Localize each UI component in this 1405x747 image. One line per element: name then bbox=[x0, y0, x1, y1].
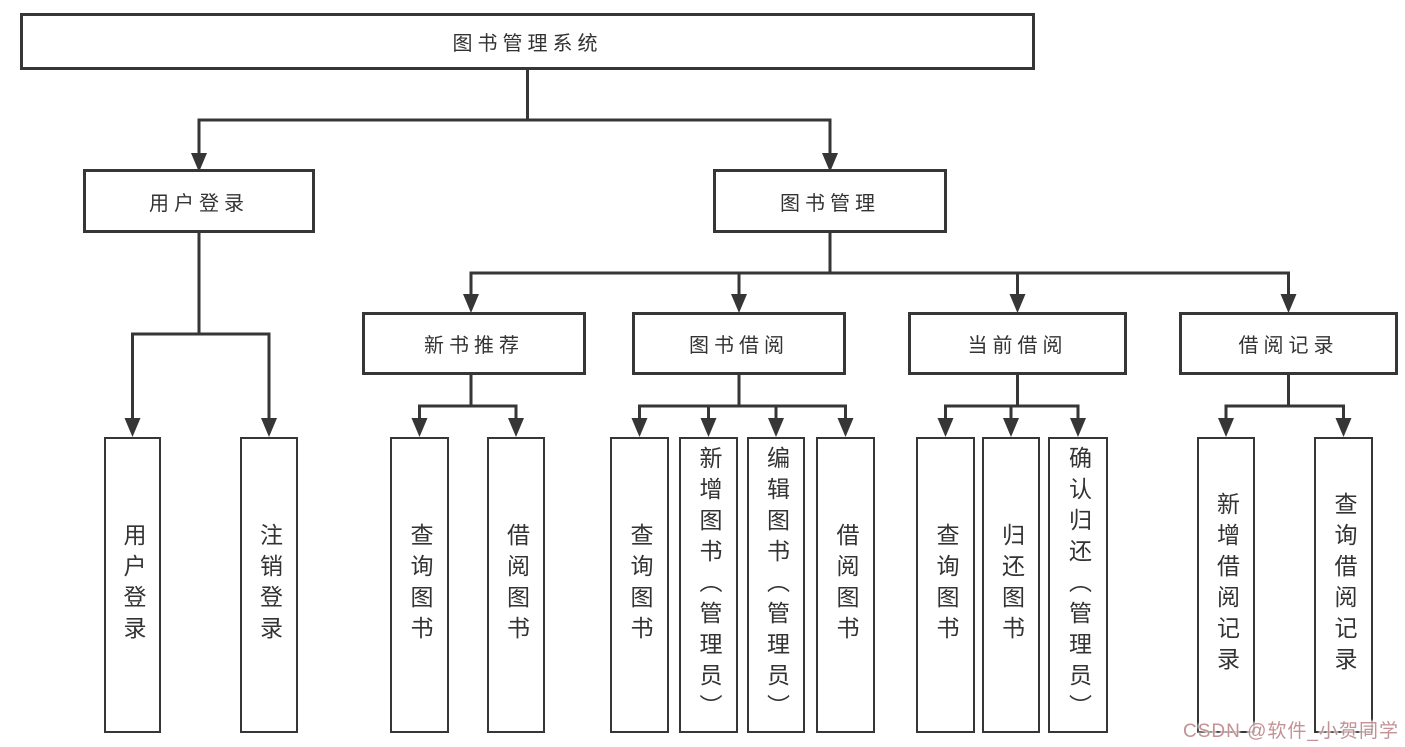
csdn-watermark: CSDN @软件_小贺同学 bbox=[1183, 721, 1399, 742]
leaf-borrow-borrow-books: 借阅图书 bbox=[816, 437, 875, 733]
node-label: 编辑图书（管理员） bbox=[763, 445, 790, 725]
node-new-book-recommendation: 新书推荐 bbox=[362, 312, 586, 375]
node-label: 查询图书 bbox=[407, 523, 433, 647]
node-current-borrowing: 当前借阅 bbox=[908, 312, 1127, 375]
node-label: 注销登录 bbox=[256, 523, 283, 647]
node-label: 图书借阅 bbox=[689, 335, 789, 357]
leaf-user-login: 用户登录 bbox=[104, 437, 161, 733]
node-label: 新增借阅记录 bbox=[1213, 492, 1240, 678]
node-label: 借阅图书 bbox=[833, 523, 859, 647]
leaf-borrow-edit-books-admin: 编辑图书（管理员） bbox=[747, 437, 805, 733]
leaf-logout: 注销登录 bbox=[240, 437, 298, 733]
leaf-record-add-borrow-record: 新增借阅记录 bbox=[1197, 437, 1255, 733]
node-user-login: 用户登录 bbox=[83, 169, 315, 233]
leaf-record-query-borrow-record: 查询借阅记录 bbox=[1314, 437, 1373, 733]
node-borrowing-records: 借阅记录 bbox=[1179, 312, 1398, 375]
connector-root-to-level2 bbox=[191, 68, 838, 172]
node-label: 查询图书 bbox=[627, 523, 653, 647]
node-label: 借阅记录 bbox=[1238, 335, 1339, 357]
node-label: 用户登录 bbox=[149, 192, 249, 215]
connector-book-borrow-to-leaves bbox=[631, 373, 854, 437]
node-book-management: 图书管理 bbox=[713, 169, 947, 233]
node-label: 当前借阅 bbox=[967, 335, 1068, 357]
node-label: 借阅图书 bbox=[503, 523, 530, 647]
node-label: 确认归还（管理员） bbox=[1065, 445, 1092, 725]
leaf-borrow-add-books-admin: 新增图书（管理员） bbox=[679, 437, 738, 733]
connector-new-book-to-leaves bbox=[411, 373, 524, 437]
leaf-current-query-books: 查询图书 bbox=[916, 437, 975, 733]
leaf-newbook-query-books: 查询图书 bbox=[390, 437, 449, 733]
connector-book-mgmt-to-level3 bbox=[463, 231, 1297, 313]
node-label: 新书推荐 bbox=[424, 335, 524, 357]
node-book-borrowing: 图书借阅 bbox=[632, 312, 846, 375]
leaf-current-return-books: 归还图书 bbox=[982, 437, 1040, 733]
node-library-management-system: 图书管理系统 bbox=[20, 13, 1035, 70]
leaf-newbook-borrow-books: 借阅图书 bbox=[487, 437, 545, 733]
connector-current-borrow-to-leaves bbox=[937, 373, 1086, 437]
leaf-borrow-query-books: 查询图书 bbox=[610, 437, 669, 733]
node-label: 图书管理系统 bbox=[452, 33, 603, 55]
connector-user-login-to-leaves bbox=[124, 231, 277, 437]
node-label: 归还图书 bbox=[998, 523, 1025, 647]
leaf-current-confirm-return-admin: 确认归还（管理员） bbox=[1048, 437, 1108, 733]
node-label: 新增图书（管理员） bbox=[696, 445, 722, 725]
node-label: 用户登录 bbox=[120, 523, 146, 647]
node-label: 查询借阅记录 bbox=[1331, 492, 1357, 678]
connector-borrow-record-to-leaves bbox=[1218, 373, 1352, 437]
node-label: 查询图书 bbox=[933, 523, 959, 647]
node-label: 图书管理 bbox=[780, 192, 880, 215]
